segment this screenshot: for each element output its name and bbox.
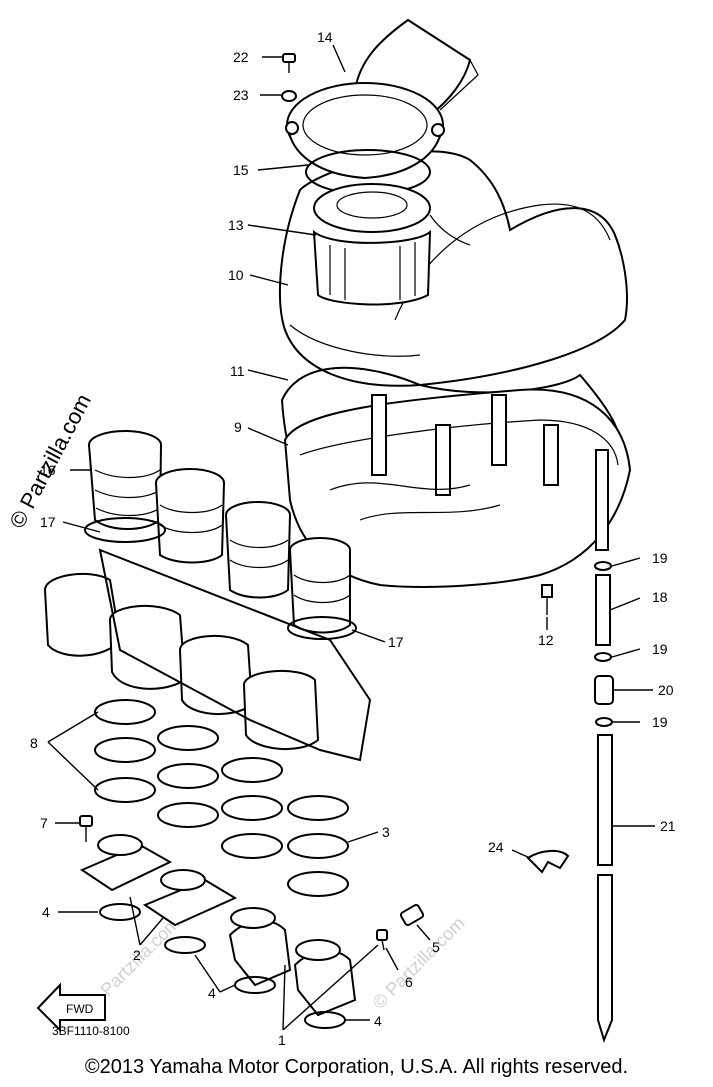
- callout-17-upper: 17: [40, 514, 56, 530]
- callout-4-c: 4: [374, 1013, 382, 1029]
- intake-boot-16: [88, 430, 351, 634]
- callout-9: 9: [234, 419, 242, 435]
- callout-1: 1: [278, 1032, 286, 1048]
- clamp-17-upper: [84, 517, 166, 543]
- callout-20: 20: [658, 682, 674, 698]
- callout-leaders: [47, 44, 655, 1031]
- callout-12: 12: [538, 632, 554, 648]
- diagram-code: 3BF1110-8100: [52, 1024, 130, 1038]
- callout-19-c: 19: [652, 714, 668, 730]
- callout-22: 22: [233, 49, 249, 65]
- copyright-notice: ©2013 Yamaha Motor Corporation, U.S.A. A…: [84, 1056, 629, 1078]
- callout-17-lower: 17: [388, 634, 404, 650]
- breather-hose-18: [595, 574, 611, 646]
- callout-6: 6: [405, 974, 413, 990]
- callout-16: 16: [40, 462, 56, 478]
- callout-8: 8: [30, 735, 38, 751]
- clamp-24: [526, 850, 570, 874]
- washer-23: [281, 90, 297, 102]
- clamp-17-lower: [287, 616, 357, 640]
- callout-numbers: 22 23 14 15 13 10 11 9 16 17 17 8 7 3 4 …: [30, 29, 676, 1048]
- callout-7: 7: [40, 815, 48, 831]
- callout-15: 15: [233, 162, 249, 178]
- callout-2: 2: [133, 947, 141, 963]
- callout-4-b: 4: [208, 985, 216, 1001]
- carburetor-joints: [94, 699, 349, 897]
- callout-11: 11: [230, 363, 245, 379]
- callout-4-a: 4: [42, 904, 50, 920]
- bolt-12: [541, 584, 553, 615]
- clip-19b: [594, 652, 612, 662]
- callout-13: 13: [228, 217, 244, 233]
- screw-22: [282, 53, 296, 73]
- drain-hose-21: [597, 734, 613, 1044]
- carburetor-assembly: [43, 430, 372, 762]
- intake-manifolds: [79, 834, 357, 1017]
- o-ring-4d: [304, 1011, 346, 1029]
- filter-element: [312, 183, 432, 306]
- callout-21: 21: [660, 818, 676, 834]
- air-cleaner-cap: [285, 82, 445, 180]
- air-box-lower: [283, 388, 632, 588]
- fwd-arrow: FWD: [36, 982, 106, 1033]
- callout-23: 23: [233, 87, 249, 103]
- fwd-label: FWD: [66, 1002, 94, 1016]
- callout-14: 14: [317, 29, 333, 45]
- screw-6: [376, 929, 388, 951]
- clip-19a: [594, 561, 612, 571]
- callout-19-a: 19: [652, 550, 668, 566]
- callout-5: 5: [432, 939, 440, 955]
- callout-3: 3: [382, 824, 390, 840]
- joint-20: [594, 675, 614, 705]
- callout-19-b: 19: [652, 641, 668, 657]
- callout-10: 10: [228, 267, 244, 283]
- callout-18: 18: [652, 589, 668, 605]
- cap-5: [399, 904, 425, 926]
- o-ring-4a: [99, 903, 141, 921]
- clip-19c: [595, 717, 613, 727]
- o-ring-4b: [164, 936, 206, 954]
- callout-24: 24: [488, 839, 504, 855]
- screw-7: [79, 815, 93, 842]
